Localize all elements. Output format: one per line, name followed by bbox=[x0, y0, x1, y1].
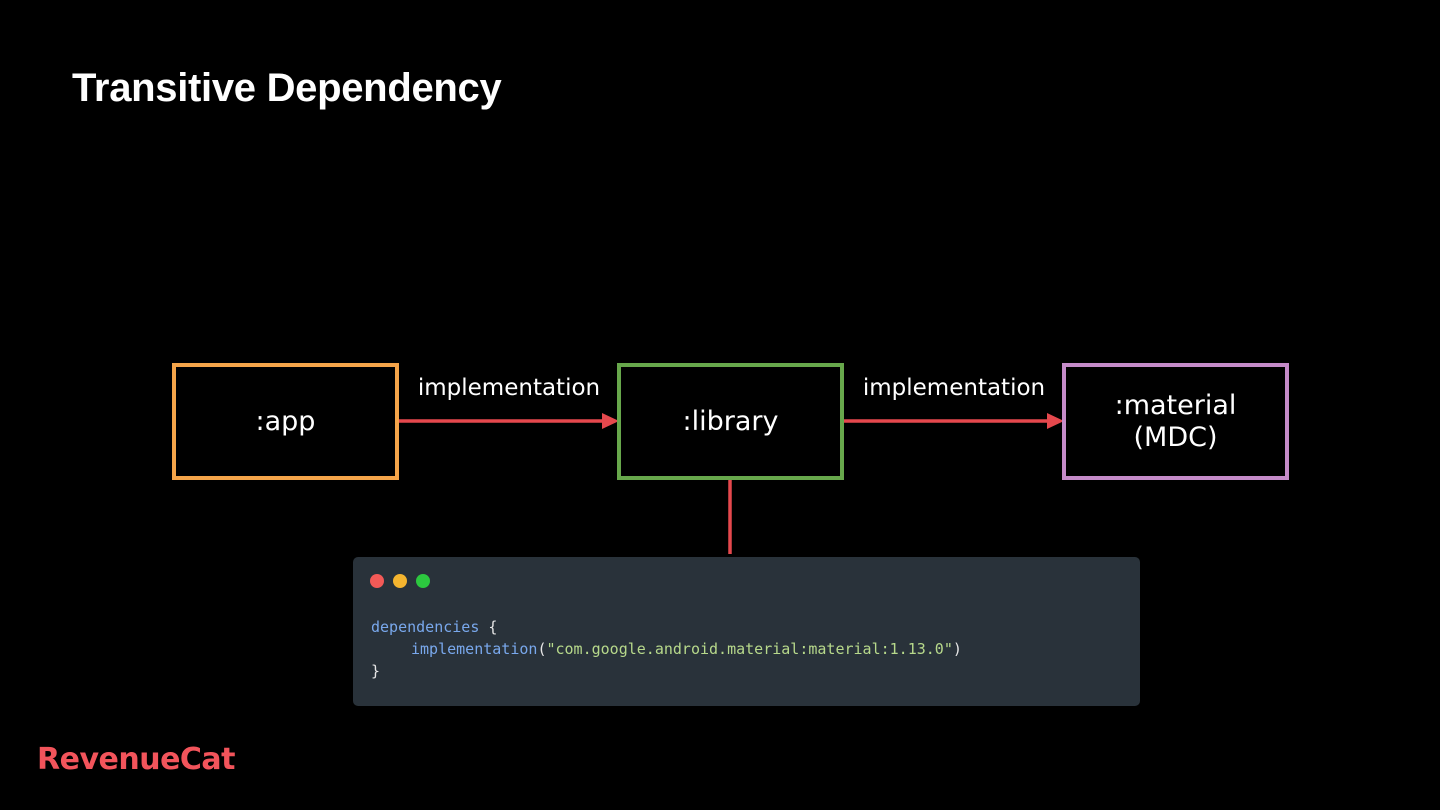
code-window: dependencies { implementation("com.googl… bbox=[353, 557, 1140, 706]
code-function: implementation bbox=[411, 640, 538, 658]
code-keyword: dependencies bbox=[371, 618, 480, 636]
code-string: "com.google.android.material:material:1.… bbox=[546, 640, 953, 658]
code-open-paren: ( bbox=[537, 640, 547, 658]
revenuecat-logo: RevenueCat bbox=[37, 742, 236, 777]
code-open-brace: { bbox=[488, 618, 498, 636]
node-material: :material (MDC) bbox=[1062, 363, 1289, 480]
edge-label-library-material: implementation bbox=[862, 375, 1046, 401]
node-material-text: :material (MDC) bbox=[1115, 390, 1237, 454]
node-app-label: :app bbox=[255, 405, 316, 437]
maximize-dot-icon bbox=[416, 574, 430, 588]
code-close-paren: ) bbox=[952, 640, 962, 658]
close-dot-icon bbox=[370, 574, 384, 588]
code-block: dependencies { implementation("com.googl… bbox=[371, 616, 962, 682]
minimize-dot-icon bbox=[393, 574, 407, 588]
node-app: :app bbox=[172, 363, 399, 480]
code-close-brace: } bbox=[371, 662, 381, 680]
node-material-label: :material bbox=[1114, 389, 1237, 421]
window-controls bbox=[370, 574, 430, 588]
node-library: :library bbox=[617, 363, 844, 480]
slide-title: Transitive Dependency bbox=[72, 66, 502, 110]
node-material-sublabel: (MDC) bbox=[1133, 421, 1218, 453]
edge-label-app-library: implementation bbox=[417, 375, 601, 401]
node-library-label: :library bbox=[682, 405, 779, 437]
